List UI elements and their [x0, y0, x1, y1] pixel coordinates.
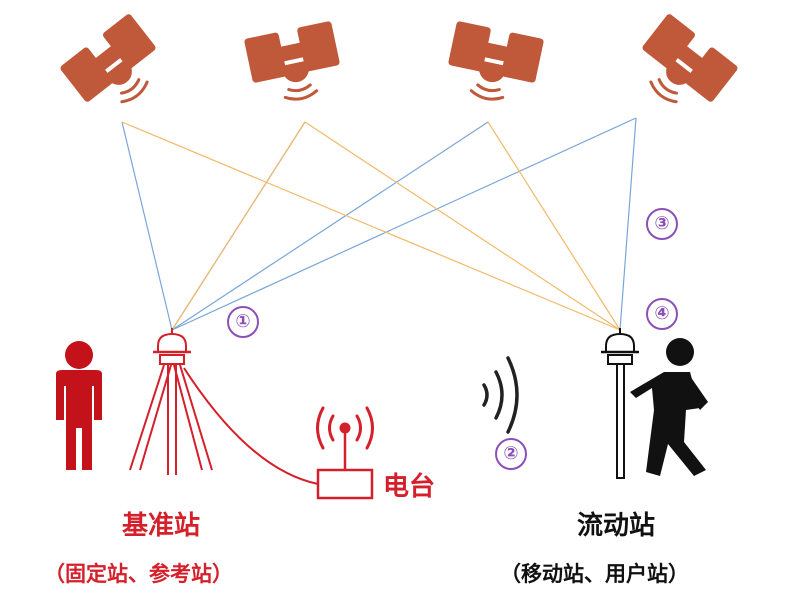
satellite-icon	[624, 12, 740, 125]
satellite-icon	[441, 19, 546, 110]
tripod	[129, 364, 213, 475]
satellite-icon	[242, 19, 347, 110]
satellite-icon	[58, 12, 174, 125]
base-station-alias: （固定站、参考站）	[44, 562, 233, 586]
radio-label: 电台	[383, 472, 436, 502]
rover-signal-lines	[121, 121, 621, 331]
marker-3: ③	[646, 208, 678, 240]
base-station-label: 基准站	[122, 511, 201, 541]
rover-station-alias: （移动站、用户站）	[500, 562, 689, 586]
person-icon	[56, 341, 102, 470]
base-signal-lines	[121, 117, 637, 331]
wireless-signal-icon	[482, 356, 519, 434]
gnss-antenna-icon	[601, 328, 639, 479]
marker-4: ④	[646, 298, 678, 330]
radio-cable	[183, 367, 319, 485]
radio-transmitter-icon	[316, 406, 374, 500]
walking-person-icon	[630, 338, 708, 476]
gnss-antenna-icon	[153, 328, 191, 365]
marker-1: ①	[227, 306, 259, 338]
marker-2: ②	[495, 438, 527, 470]
rover-station-label: 流动站	[577, 511, 656, 541]
